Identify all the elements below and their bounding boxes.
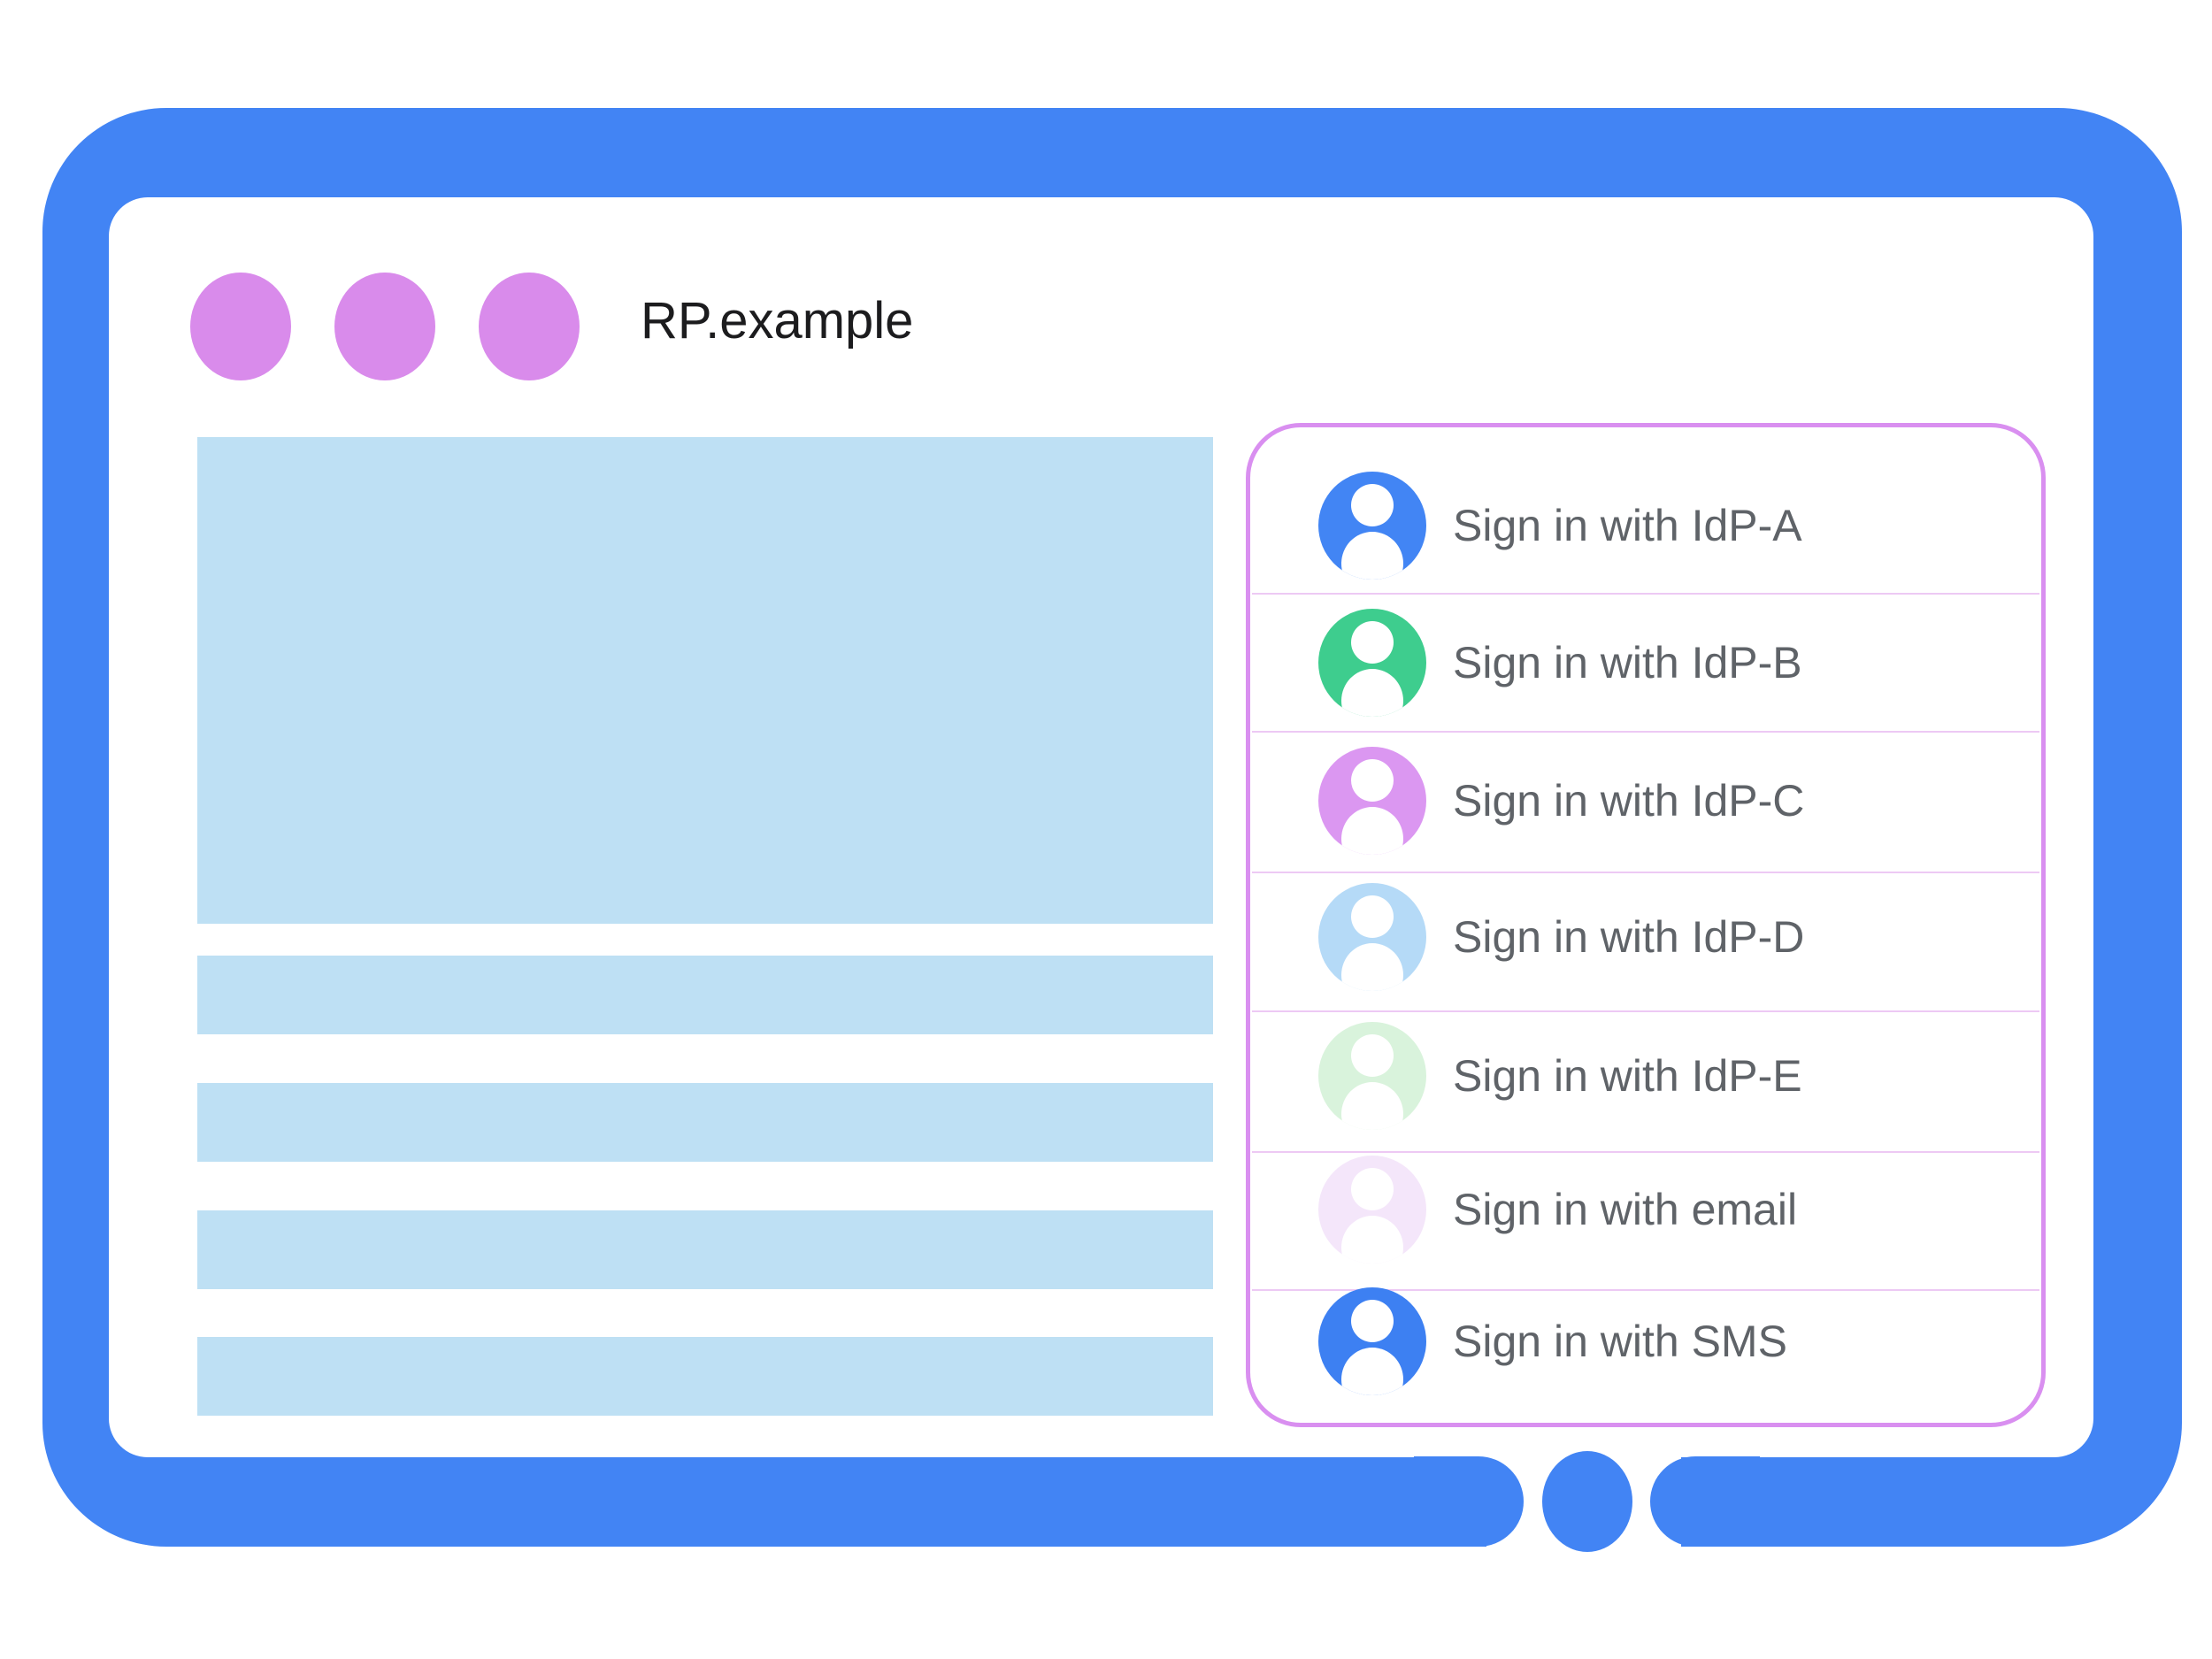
person-icon <box>1318 1022 1426 1130</box>
panel-divider <box>1252 1010 2039 1012</box>
site-title: RP.example <box>641 292 914 349</box>
signin-option-label: Sign in with IdP-D <box>1453 912 1805 962</box>
window-control-dot <box>334 273 435 380</box>
panel-divider <box>1252 1289 2039 1291</box>
content-line-placeholder <box>197 956 1213 1034</box>
signin-option-idp-e[interactable]: Sign in with IdP-E <box>1318 1021 1802 1131</box>
frame-bottom-right-cap <box>1650 1456 1760 1547</box>
content-line-placeholder <box>197 1337 1213 1416</box>
signin-option-idp-c[interactable]: Sign in with IdP-C <box>1318 746 1804 856</box>
signin-option-label: Sign in with IdP-E <box>1453 1051 1802 1101</box>
person-icon <box>1318 747 1426 855</box>
person-icon <box>1318 609 1426 717</box>
signin-option-label: Sign in with SMS <box>1453 1317 1787 1366</box>
panel-divider <box>1252 872 2039 873</box>
signin-option-idp-d[interactable]: Sign in with IdP-D <box>1318 882 1804 992</box>
home-button <box>1542 1451 1632 1552</box>
panel-divider <box>1252 731 2039 733</box>
panel-divider <box>1252 593 2039 595</box>
person-icon <box>1318 883 1426 991</box>
content-line-placeholder <box>197 1083 1213 1162</box>
person-icon <box>1318 1156 1426 1263</box>
signin-option-label: Sign in with email <box>1453 1185 1798 1234</box>
signin-option-idp-a[interactable]: Sign in with IdP-A <box>1318 471 1802 580</box>
content-line-placeholder <box>197 1210 1213 1289</box>
signin-account-chooser: Sign in with IdP-A Sign in with IdP-B Si… <box>1246 423 2046 1427</box>
signin-option-email[interactable]: Sign in with email <box>1318 1155 1797 1264</box>
signin-option-idp-b[interactable]: Sign in with IdP-B <box>1318 608 1802 718</box>
person-icon <box>1318 1287 1426 1395</box>
window-control-dot <box>190 273 291 380</box>
content-hero-placeholder <box>197 437 1213 924</box>
frame-bottom-left-cap <box>1414 1456 1524 1547</box>
signin-option-label: Sign in with IdP-B <box>1453 638 1802 687</box>
panel-divider <box>1252 1151 2039 1153</box>
signin-option-label: Sign in with IdP-C <box>1453 776 1805 826</box>
signin-option-label: Sign in with IdP-A <box>1453 501 1802 550</box>
person-icon <box>1318 472 1426 580</box>
window-control-dot <box>479 273 580 380</box>
signin-option-sms[interactable]: Sign in with SMS <box>1318 1286 1787 1396</box>
